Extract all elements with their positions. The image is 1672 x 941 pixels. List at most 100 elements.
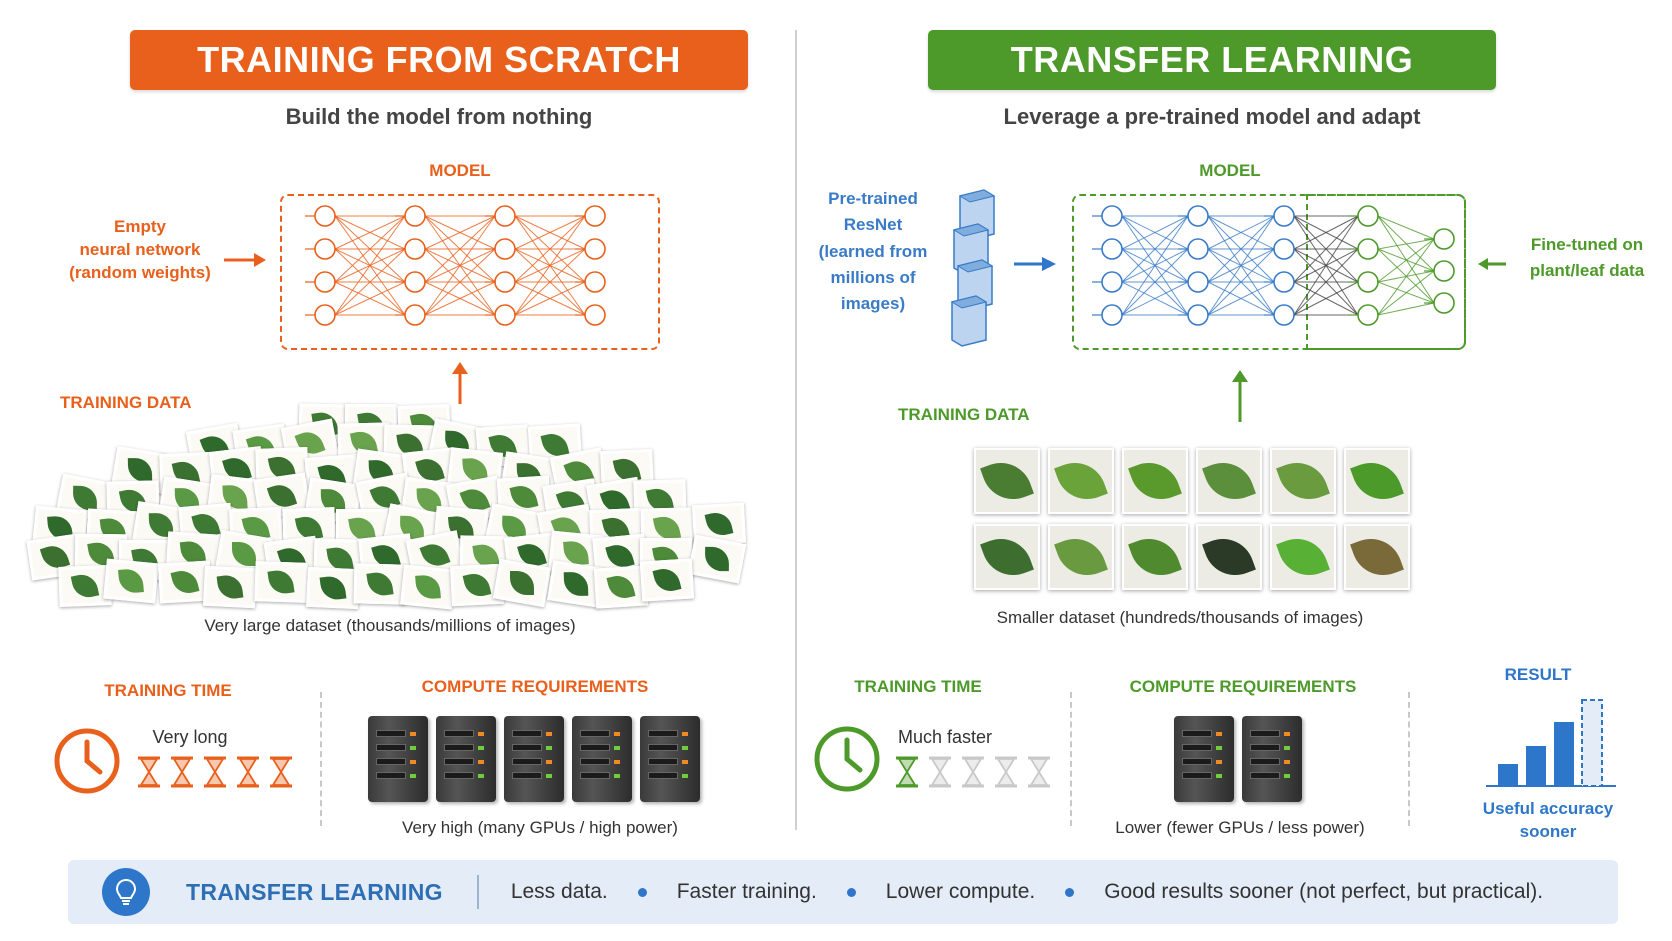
network-edge [1377,238,1435,250]
hourglass-icon [995,756,1017,788]
pretrained-line-1: Pre-trained [828,189,918,208]
network-edge [1293,215,1359,250]
network-edge [1207,215,1275,250]
network-edge [1377,302,1435,316]
leaf-icon [980,530,1034,584]
finetuned-line-1: Fine-tuned on [1530,235,1644,254]
network-edge [1293,281,1359,316]
server-led [478,760,484,764]
clock-icon [54,728,120,794]
leaf-icon [1054,454,1108,508]
arrow-right-icon [224,253,266,267]
leaf-icon [216,573,244,601]
server-slot [1182,758,1212,765]
server-led [478,732,484,736]
transfer-training-data-label: TRAINING DATA [898,405,1030,424]
network-node [404,271,426,293]
network-node [1273,271,1295,293]
server-slot [1182,744,1212,751]
network-edge [514,215,586,250]
network-edge [514,215,586,283]
leaf-thumbnail [1270,448,1336,514]
scratch-model-label: MODEL [429,161,491,180]
finetuned-label: Fine-tuned on plant/leaf data [1512,232,1662,285]
server-slot [512,772,542,779]
network-node [494,205,516,227]
server-led [478,746,484,750]
scratch-time-value: Very long [152,727,228,747]
leaf-icon [652,565,682,595]
network-node [314,304,336,326]
network-edge [1121,215,1189,283]
pretrained-resnet-label: Pre-trained ResNet (learned from million… [808,186,938,318]
server-icon [640,716,700,802]
server-led [1216,746,1222,750]
transfer-banner-title: TRANSFER LEARNING [1010,39,1414,80]
hourglass-icon [237,756,259,788]
network-edge [1377,270,1435,316]
center-divider [795,30,797,830]
scratch-dataset-caption: Very large dataset (thousands/millions o… [204,616,576,635]
scratch-banner: TRAINING FROM SCRATCH [130,30,748,90]
result-caption-line-2: sooner [1519,821,1577,841]
server-led [682,746,688,750]
arrow-left-icon [1478,258,1506,270]
network-node [1357,304,1379,326]
server-slot [512,744,542,751]
network-node [1101,205,1123,227]
network-node [314,205,336,227]
summary-bar: TRANSFER LEARNING Less data. Faster trai… [68,860,1618,924]
scratch-model-box [280,194,660,350]
network-node [314,238,336,260]
summary-item-4: Good results sooner (not perfect, but pr… [1104,880,1544,903]
network-node [584,238,606,260]
leaf-icon [72,485,98,511]
leaf-thumbnail [1122,524,1188,590]
network-node [494,304,516,326]
scratch-time-label: TRAINING TIME [104,681,232,700]
network-node [584,271,606,293]
server-slot [512,730,542,737]
empty-network-line-3: (random weights) [69,262,211,282]
network-edge [334,281,406,316]
network-node [1187,238,1209,260]
transfer-dataset-caption: Smaller dataset (hundreds/thousands of i… [996,608,1364,627]
transfer-stats-divider-1 [1070,692,1072,826]
network-edge [334,215,406,250]
leaf-thumbnail [1196,524,1262,590]
leaf-thumbnail [1048,524,1114,590]
leaf-icon [1202,530,1256,584]
empty-network-label: Empty neural network (random weights) [55,216,225,285]
pretrained-neural-network [1092,205,1455,326]
summary-title: TRANSFER LEARNING [186,878,443,905]
server-led [410,746,416,750]
server-led [410,760,416,764]
summary-item-1: Less data. [510,880,608,903]
leaf-icon [606,572,636,602]
network-node [1273,304,1295,326]
server-led [1216,774,1222,778]
leaf-icon [267,568,295,596]
leaf-icon [319,574,346,602]
leaf-photo [254,561,309,604]
arrow-up-icon [452,362,468,404]
server-led [546,774,552,778]
leaf-icon [170,567,200,597]
finetune-head-box [1306,194,1466,350]
server-led [1216,732,1222,736]
server-slot [648,744,678,751]
network-node [1101,271,1123,293]
server-slot [1250,758,1280,765]
result-label: RESULT [1504,665,1572,684]
network-node [584,205,606,227]
bullet-dot [637,887,647,897]
server-icon [368,716,428,802]
bar-chart-icon [1486,699,1616,787]
network-edge [424,215,496,283]
server-led [546,760,552,764]
scratch-banner-title: TRAINING FROM SCRATCH [197,39,681,80]
network-node [1187,271,1209,293]
network-edge [424,248,496,316]
leaf-thumbnail [974,524,1040,590]
server-icon [504,716,564,802]
